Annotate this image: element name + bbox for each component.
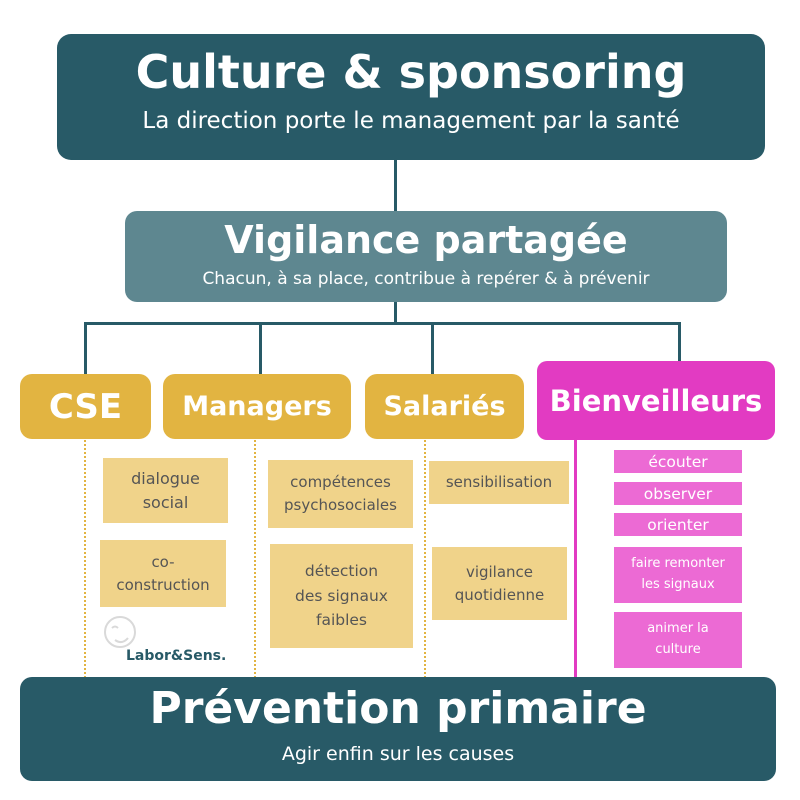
logo-face-icon — [104, 616, 136, 648]
labor-sens-logo: Labor&Sens. — [92, 612, 242, 676]
note-competences-psychosociales: compétences psychosociales — [268, 460, 413, 528]
culture-sponsoring-box: Culture & sponsoring La direction porte … — [57, 34, 765, 160]
prevention-title: Prévention primaire — [149, 683, 647, 734]
note-detection-signaux: détection des signaux faibles — [270, 544, 413, 648]
note-animer-culture: animer la culture — [614, 612, 742, 668]
note-faire-remonter: faire remonter les signaux — [614, 547, 742, 603]
culture-sponsoring-subtitle: La direction porte le management par la … — [142, 108, 680, 134]
prevention-primaire-box: Prévention primaire Agir enfin sur les c… — [20, 677, 776, 781]
note-orienter: orienter — [614, 513, 742, 536]
connector-top-middle — [394, 158, 397, 213]
connector-horizontal — [84, 322, 681, 325]
vigilance-title: Vigilance partagée — [224, 218, 628, 262]
note-dialogue-social: dialogue social — [103, 458, 228, 523]
connector-cse — [84, 322, 87, 374]
pill-cse: CSE — [20, 374, 151, 439]
pink-line-bienveilleurs — [574, 440, 577, 678]
pill-bienveilleurs: Bienveilleurs — [537, 361, 775, 440]
note-sensibilisation: sensibilisation — [429, 461, 569, 504]
connector-bienveilleurs — [678, 322, 681, 362]
note-observer: observer — [614, 482, 742, 505]
note-co-construction: co-construction — [100, 540, 226, 607]
logo-text: Labor&Sens. — [126, 648, 227, 664]
connector-middle-down — [394, 300, 397, 324]
prevention-subtitle: Agir enfin sur les causes — [281, 743, 515, 765]
note-vigilance-quotidienne: vigilance quotidienne — [432, 547, 567, 620]
dotted-line-cse-left — [84, 440, 86, 678]
note-ecouter: écouter — [614, 450, 742, 473]
dotted-line-salaries — [424, 440, 426, 678]
connector-salaries — [431, 322, 434, 374]
culture-sponsoring-title: Culture & sponsoring — [135, 45, 687, 99]
dotted-line-cse-right — [254, 440, 256, 678]
vigilance-box: Vigilance partagée Chacun, à sa place, c… — [125, 211, 727, 302]
pill-managers: Managers — [163, 374, 351, 439]
connector-managers — [259, 322, 262, 374]
vigilance-subtitle: Chacun, à sa place, contribue à repérer … — [202, 269, 650, 289]
pill-salaries: Salariés — [365, 374, 524, 439]
